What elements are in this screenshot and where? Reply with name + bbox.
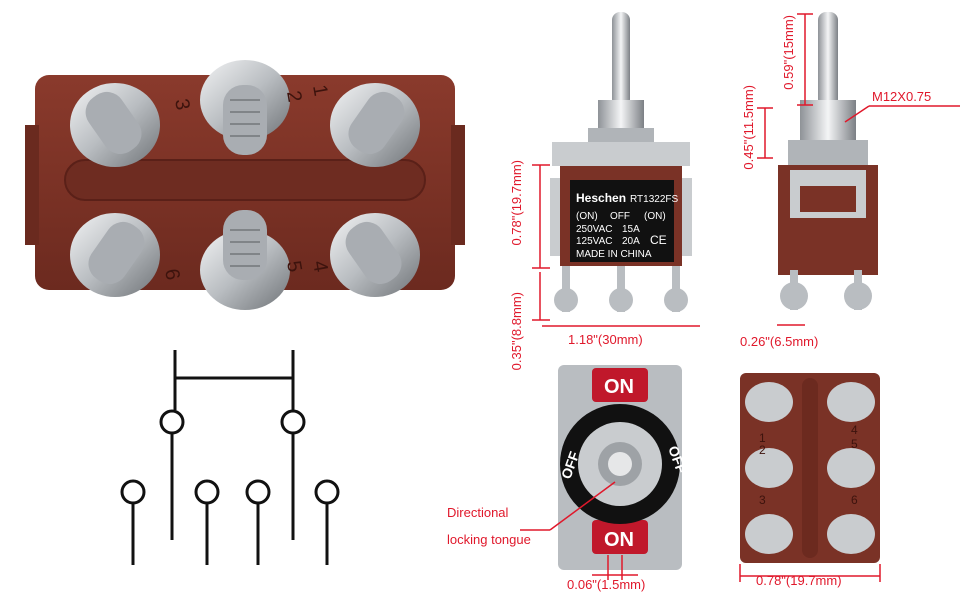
side-dimension-lines [757,13,960,326]
side-toggle-lever [818,12,838,107]
bottom-num-3: 3 [759,493,766,507]
origin-text: MADE IN CHINA [576,249,652,260]
annotation-line1: Directional [447,505,509,520]
bottom-num-2: 2 [759,443,766,457]
terminal-number-6: 6 [160,267,184,282]
switch-side-view [760,0,890,330]
terminal-bottom-right [330,213,420,297]
terminal-number-1: 1 [308,83,332,98]
schematic-symbol [120,350,340,565]
bottom-num-1: 1 [759,431,766,445]
schematic-pole-left [159,409,185,435]
terminal-number-2: 2 [282,89,306,104]
dim-lever-height: 0.59"(15mm) [781,15,796,90]
rating2-v: 125VAC [576,236,613,247]
front-dimension-lines [532,164,700,327]
dim-terminal-spacing: 0.26"(6.5mm) [740,334,819,349]
center-ridge [64,159,426,201]
toggle-lever [612,12,630,107]
bottom-dimension-line [739,564,881,582]
terminal-number-3: 3 [170,97,194,112]
rating1-v: 250VAC [576,224,613,235]
terminal-number-5: 5 [282,259,306,274]
on-bottom-badge [592,520,648,554]
on-top-text: ON [604,376,634,398]
schematic-contact-2 [194,479,220,505]
on-bottom-text: ON [604,529,634,551]
pos-left-text: (ON) [576,211,598,222]
top-dimension-lines [520,481,638,580]
label-plate [570,180,674,262]
pos-mid-text: OFF [610,211,630,222]
switch-top-view: ON ON OFF OFF [540,360,700,575]
model-text: RT1322FS [630,194,679,205]
annotation-line2: locking tongue [447,532,531,547]
dim-body-height: 0.78"(19.7mm) [509,160,524,246]
brand-text: Heschen [576,191,626,205]
bottom-num-5: 5 [851,437,858,451]
terminal-bottom-left [70,213,160,297]
switch-front-view: Heschen RT1322FS (ON) OFF (ON) 250VAC 15… [540,0,710,330]
switch-bottom-small-view: 1 2 3 4 5 6 [735,368,885,568]
dim-bottom-width: 0.78"(19.7mm) [756,573,842,588]
pos-right-text: (ON) [644,211,666,222]
terminal-top-left [70,83,160,167]
rating1-a: 15A [622,224,640,235]
dim-tongue-width: 0.06"(1.5mm) [567,577,646,592]
dim-bushing-height: 0.45"(11.5mm) [741,85,756,170]
front-terminals [554,266,688,312]
switch-bottom-photo: 3 2 1 6 5 4 [25,30,465,330]
schematic-contact-3 [245,479,271,505]
rating2-a: 20A [622,236,640,247]
dim-body-width: 1.18"(30mm) [568,332,643,347]
hex-nut [588,128,654,144]
dim-thread: M12X0.75 [872,89,932,104]
side-bushing [800,100,856,145]
schematic-pole-right [280,409,306,435]
ce-mark: CE [650,233,667,247]
switch-bottom-illustration: 3 2 1 6 5 4 [25,60,465,310]
terminal-number-4: 4 [308,259,332,274]
wiring-schematic [115,340,345,570]
terminal-top-right [330,83,420,167]
bottom-num-6: 6 [851,493,858,507]
terminal-bottom-center [200,210,290,310]
schematic-contact-4 [314,479,340,505]
bottom-num-4: 4 [851,423,858,437]
schematic-contact-1 [120,479,146,505]
on-top-badge [592,368,648,402]
dim-terminal-height: 0.35"(8.8mm) [509,292,524,371]
lever-tip [608,452,632,476]
